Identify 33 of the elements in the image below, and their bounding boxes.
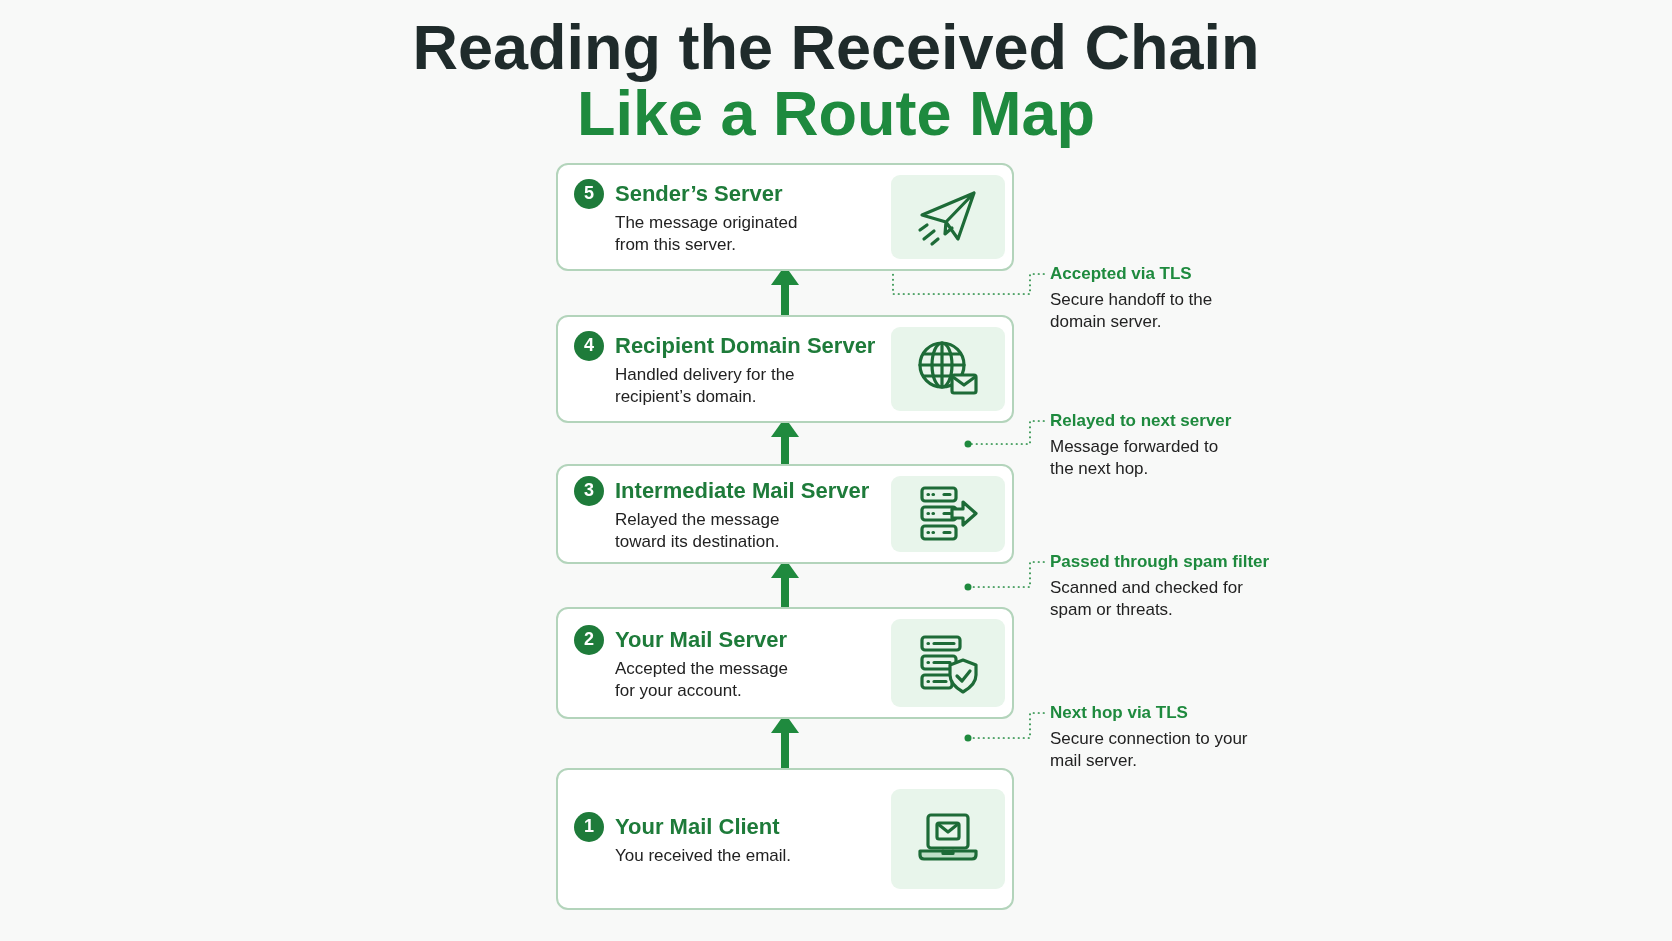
step-description: Accepted the message for your account. xyxy=(615,657,789,702)
leader-line xyxy=(892,270,1045,295)
annotation-title: Passed through spam filter xyxy=(1050,551,1270,573)
annotation-title: Accepted via TLS xyxy=(1050,263,1192,285)
step-description: Handled delivery for the recipient’s domain. xyxy=(615,363,796,408)
leader-line xyxy=(964,561,1045,591)
annotation-text: Secure connection to your mail server. xyxy=(1050,728,1249,772)
step-number: 5 xyxy=(574,178,604,209)
title: Reading the Received Chain Like a Route Map xyxy=(411,14,1261,146)
step-card xyxy=(556,315,1014,423)
step-number: 4 xyxy=(574,330,604,361)
step-card xyxy=(556,768,1014,910)
step-title: Recipient Domain Server xyxy=(615,331,876,360)
annotation-title: Next hop via TLS xyxy=(1050,702,1188,724)
step-card xyxy=(556,163,1014,271)
step-number: 2 xyxy=(574,624,604,655)
step-title: Intermediate Mail Server xyxy=(615,476,870,505)
step-card xyxy=(556,607,1014,719)
step-description: The message originated from this server. xyxy=(615,211,799,256)
leader-line xyxy=(964,712,1045,742)
step-title: Sender’s Server xyxy=(615,179,783,208)
step-title: Your Mail Client xyxy=(615,812,780,841)
step-title: Your Mail Server xyxy=(615,625,787,654)
annotation-text: Message forwarded to the next hop. xyxy=(1050,436,1220,480)
step-card xyxy=(556,464,1014,564)
annotation-text: Secure handoff to the domain server. xyxy=(1050,289,1214,333)
step-number: 1 xyxy=(574,811,604,842)
step-description: You received the email. xyxy=(615,844,792,867)
annotation-text: Scanned and checked for spam or threats. xyxy=(1050,577,1244,621)
step-number: 3 xyxy=(574,475,604,506)
step-description: Relayed the message toward its destination. xyxy=(615,508,781,553)
leader-line xyxy=(964,420,1045,448)
annotation-title: Relayed to next server xyxy=(1050,410,1232,432)
